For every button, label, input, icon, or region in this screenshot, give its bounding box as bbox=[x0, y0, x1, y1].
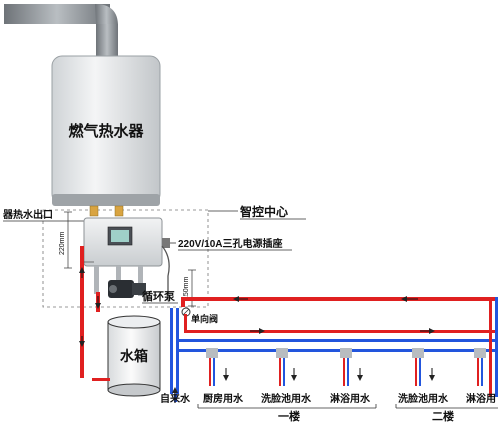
tap-kitchen-drop bbox=[206, 348, 218, 386]
dimension-220: 220mm bbox=[59, 211, 72, 269]
tap-water-inlet bbox=[172, 387, 178, 402]
control-center-label: 智控中心 bbox=[239, 204, 288, 219]
floor-brackets bbox=[197, 404, 498, 409]
socket-label: 220V/10A三孔电源插座 bbox=[178, 237, 282, 250]
circulation-pump bbox=[108, 280, 146, 298]
floor-label-second: 二楼 bbox=[432, 409, 454, 422]
hot-return-line bbox=[184, 314, 498, 334]
box-pipes bbox=[94, 266, 143, 296]
hot-main-top bbox=[181, 296, 498, 307]
pump-label: 循环泵 bbox=[142, 289, 175, 303]
floor-label-first: 一楼 bbox=[278, 409, 300, 422]
tap-label-shower1: 淋浴用水 bbox=[330, 392, 371, 405]
hot-pipe-left bbox=[79, 246, 94, 378]
install-boundary bbox=[42, 209, 209, 308]
tank-label: 水箱 bbox=[120, 348, 148, 364]
tap-shower2-drop bbox=[474, 348, 486, 386]
outlet-label: 器热水出口 bbox=[2, 208, 53, 221]
gas-water-heater: 燃气热水器 bbox=[51, 55, 161, 206]
flue-pipe bbox=[4, 4, 118, 60]
tap-washbasin2-drop bbox=[412, 348, 424, 386]
power-cable bbox=[161, 245, 170, 300]
tap-label-washbasin1: 洗脸池用水 bbox=[261, 392, 312, 405]
dimension-150-label: 150mm bbox=[183, 276, 190, 300]
heater-label: 燃气热水器 bbox=[68, 122, 144, 140]
smart-control-box bbox=[83, 217, 170, 267]
tap-drops bbox=[206, 348, 486, 386]
check-valve-label: 单向阀 bbox=[191, 313, 218, 324]
water-tank: 水箱 bbox=[107, 315, 161, 397]
tap-label-kitchen: 厨房用水 bbox=[203, 392, 244, 405]
tap-label-washbasin2: 洗脸池用水 bbox=[398, 392, 449, 405]
dimension-220-label: 220mm bbox=[59, 231, 66, 255]
tap-arrows bbox=[223, 368, 435, 381]
right-riser bbox=[489, 297, 498, 397]
tap-shower1-drop bbox=[340, 348, 352, 386]
heater-fittings bbox=[89, 205, 124, 217]
tap-water-label: 自来水 bbox=[160, 392, 191, 405]
tap-label-shower2: 淋浴用 bbox=[466, 392, 496, 405]
tap-washbasin1-drop bbox=[276, 348, 288, 386]
cold-main-lines bbox=[170, 308, 498, 394]
tank-hot-link bbox=[92, 378, 110, 381]
